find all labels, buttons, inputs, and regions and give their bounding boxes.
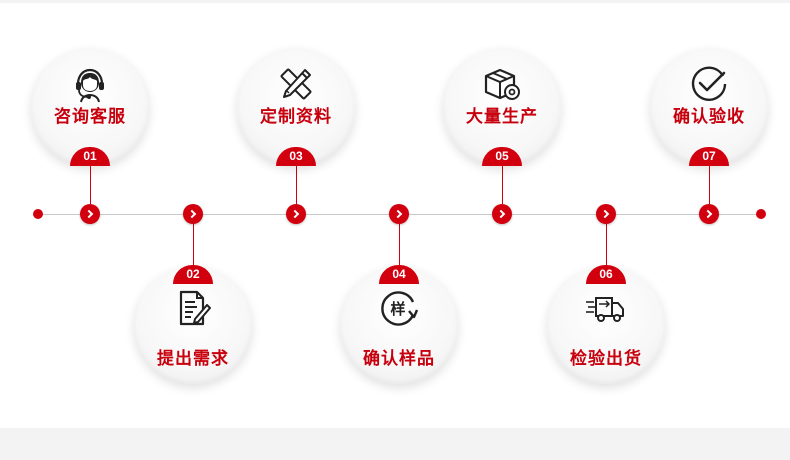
step-number-badge: 05 (482, 147, 522, 166)
connector-02 (193, 224, 194, 267)
step-07: 确认验收 (650, 48, 768, 166)
step-05: 大量生产 (443, 48, 561, 166)
document-edit-icon (179, 290, 211, 326)
connector-04 (399, 224, 400, 267)
connector-07 (709, 164, 710, 204)
timeline-node-02 (183, 204, 203, 224)
timeline-start-dot (33, 209, 43, 219)
step-06: 检验出货 (547, 266, 665, 384)
step-number-badge: 04 (379, 265, 419, 284)
step-label: 检验出货 (570, 349, 642, 369)
timeline-end-dot (756, 209, 766, 219)
customer-service-headset-icon (76, 68, 104, 103)
timeline-node-06 (596, 204, 616, 224)
step-label: 确认验收 (673, 107, 745, 127)
connector-05 (502, 164, 503, 204)
step-number-badge: 02 (173, 265, 213, 284)
check-circle-icon (691, 66, 727, 101)
step-03: 定制资料 (237, 48, 355, 166)
step-label: 大量生产 (466, 107, 538, 127)
connector-06 (606, 224, 607, 267)
step-01: 咨询客服 (31, 48, 149, 166)
step-number-badge: 06 (586, 265, 626, 284)
timeline-node-07 (699, 204, 719, 224)
step-04: 样 确认样品 (340, 266, 458, 384)
box-gear-icon (484, 68, 520, 100)
timeline-node-05 (492, 204, 512, 224)
pencil-ruler-icon (280, 68, 312, 100)
bottom-band (0, 428, 790, 460)
step-label: 提出需求 (157, 349, 229, 369)
connector-01 (90, 164, 91, 204)
step-label: 定制资料 (260, 107, 332, 127)
timeline-node-03 (286, 204, 306, 224)
step-number-badge: 01 (70, 147, 110, 166)
svg-text:样: 样 (390, 300, 405, 318)
step-number-badge: 03 (276, 147, 316, 166)
timeline-node-01 (80, 204, 100, 224)
timeline-node-04 (389, 204, 409, 224)
step-02: 提出需求 (134, 266, 252, 384)
connector-03 (296, 164, 297, 204)
top-band (0, 0, 790, 3)
step-label: 咨询客服 (54, 107, 126, 127)
step-label: 确认样品 (363, 349, 435, 369)
sample-refresh-icon: 样 (381, 291, 419, 326)
delivery-truck-icon (586, 297, 624, 322)
step-number-badge: 07 (689, 147, 729, 166)
